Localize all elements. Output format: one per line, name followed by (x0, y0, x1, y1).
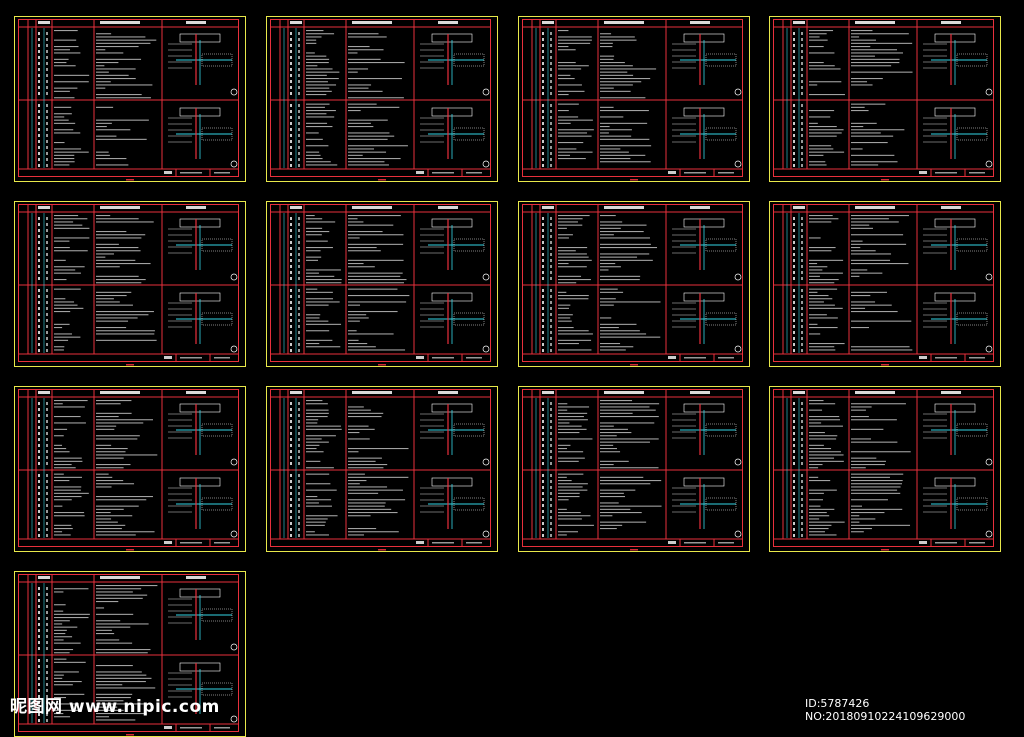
detail-number-circle-icon (985, 530, 993, 538)
detail-number-circle-icon (734, 88, 742, 96)
detail-number-circle-icon (985, 458, 993, 466)
detail-number-circle-icon (985, 273, 993, 281)
detail-drawing (168, 662, 238, 723)
detail-number-circle-icon (734, 530, 742, 538)
drawing-sheet[interactable] (518, 201, 750, 367)
drawing-sheet[interactable] (769, 201, 1001, 367)
detail-drawing (923, 477, 993, 538)
detail-drawing (168, 218, 238, 281)
detail-number-circle-icon (230, 643, 238, 651)
drawing-sheet[interactable] (14, 201, 246, 367)
sheet-drawing (266, 386, 498, 552)
detail-drawing (672, 403, 742, 466)
detail-drawing (168, 33, 238, 96)
detail-number-circle-icon (482, 345, 490, 353)
detail-drawing (168, 403, 238, 466)
sheet-drawing (14, 16, 246, 182)
detail-number-circle-icon (230, 88, 238, 96)
detail-number-circle-icon (230, 715, 238, 723)
detail-number-circle-icon (734, 345, 742, 353)
detail-drawing (672, 33, 742, 96)
detail-drawing (420, 292, 490, 353)
sheet-drawing (518, 386, 750, 552)
detail-number-circle-icon (230, 530, 238, 538)
detail-number-circle-icon (482, 160, 490, 168)
detail-drawing (420, 477, 490, 538)
detail-drawing (420, 33, 490, 96)
detail-drawing (168, 588, 238, 651)
detail-number-circle-icon (482, 88, 490, 96)
drawing-sheet[interactable] (14, 571, 246, 737)
site-watermark: 昵图网 www.nipic.com (10, 697, 220, 717)
detail-drawing (420, 107, 490, 168)
sheet-drawing (518, 16, 750, 182)
drawing-sheet[interactable] (266, 16, 498, 182)
sheet-drawing (769, 201, 1001, 367)
drawing-sheet[interactable] (518, 386, 750, 552)
drawing-sheet[interactable] (769, 16, 1001, 182)
detail-number-circle-icon (482, 530, 490, 538)
sheet-drawing (266, 16, 498, 182)
detail-number-circle-icon (230, 345, 238, 353)
detail-drawing (168, 477, 238, 538)
sheet-drawing (14, 386, 246, 552)
detail-number-circle-icon (230, 160, 238, 168)
sheet-drawing (266, 201, 498, 367)
drawing-sheet[interactable] (266, 386, 498, 552)
detail-number-circle-icon (985, 345, 993, 353)
sheet-drawing (769, 386, 1001, 552)
detail-drawing (420, 403, 490, 466)
detail-drawing (923, 218, 993, 281)
detail-drawing (672, 107, 742, 168)
detail-drawing (672, 292, 742, 353)
drawing-sheet[interactable] (769, 386, 1001, 552)
sheet-drawing (14, 201, 246, 367)
drawing-sheet[interactable] (266, 201, 498, 367)
image-id-watermark: ID:5787426 NO:20180910224109629000 (805, 697, 966, 723)
sheet-drawing (769, 16, 1001, 182)
detail-number-circle-icon (482, 273, 490, 281)
detail-number-circle-icon (734, 273, 742, 281)
detail-number-circle-icon (734, 458, 742, 466)
detail-number-circle-icon (985, 160, 993, 168)
detail-number-circle-icon (985, 88, 993, 96)
detail-drawing (923, 403, 993, 466)
detail-drawing (672, 218, 742, 281)
detail-drawing (923, 107, 993, 168)
drawing-sheet[interactable] (14, 16, 246, 182)
detail-drawing (420, 218, 490, 281)
drawing-sheet[interactable] (518, 16, 750, 182)
sheet-drawing (518, 201, 750, 367)
detail-number-circle-icon (230, 458, 238, 466)
detail-drawing (923, 292, 993, 353)
detail-drawing (168, 292, 238, 353)
detail-drawing (168, 107, 238, 168)
drawing-sheet[interactable] (14, 386, 246, 552)
detail-number-circle-icon (230, 273, 238, 281)
detail-number-circle-icon (482, 458, 490, 466)
detail-drawing (923, 33, 993, 96)
detail-drawing (672, 477, 742, 538)
sheet-drawing (14, 571, 246, 737)
detail-number-circle-icon (734, 160, 742, 168)
